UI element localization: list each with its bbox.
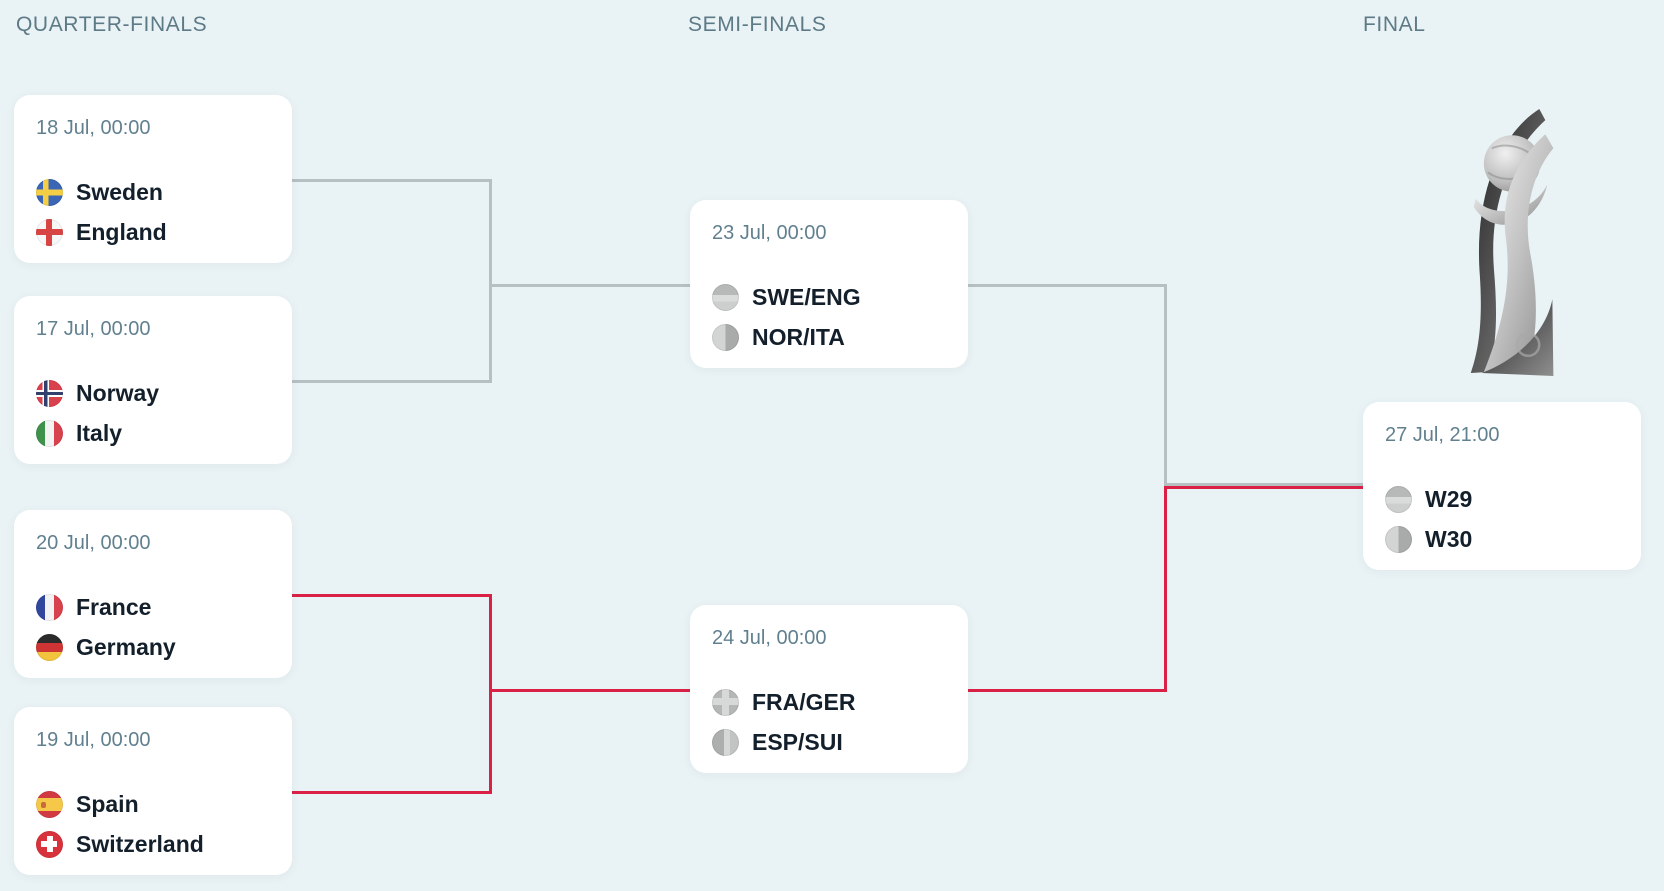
france-flag-icon [36, 593, 63, 621]
team-list: W29 W30 [1385, 479, 1619, 559]
team-name: W30 [1425, 525, 1473, 552]
match-datetime: 17 Jul, 00:00 [36, 318, 151, 340]
sweden-flag-icon [36, 178, 63, 206]
winner-placeholder-icon [712, 728, 739, 756]
team-row: SWE/ENG [712, 277, 946, 317]
connector-sf1-out [968, 284, 1167, 287]
team-row: Germany [36, 627, 270, 667]
connector-sf1-in [489, 284, 690, 287]
match-datetime: 19 Jul, 00:00 [36, 729, 151, 751]
team-list: France Germany [36, 587, 270, 667]
team-name: FRA/GER [752, 688, 856, 715]
norway-flag-icon [36, 379, 63, 407]
connector-qf1-out [292, 179, 492, 182]
germany-flag-icon [36, 633, 63, 661]
winner-placeholder-icon [712, 688, 739, 716]
match-card-final[interactable]: 27 Jul, 21:00 W29 W30 [1363, 402, 1641, 570]
spain-flag-icon [36, 790, 63, 818]
team-list: Sweden England [36, 172, 270, 252]
connector-final-in-gray [1164, 483, 1363, 486]
winner-placeholder-icon [1385, 525, 1412, 553]
team-name: Germany [76, 633, 176, 660]
team-row: Italy [36, 413, 270, 453]
team-row: W29 [1385, 479, 1619, 519]
connector-sf-top-vertical [1164, 284, 1167, 486]
match-card-sf2[interactable]: 24 Jul, 00:00 FRA/GER ESP/SUI [690, 605, 968, 773]
match-card-qf4[interactable]: 19 Jul, 00:00 Spain Switzerland [14, 707, 292, 875]
team-name: Switzerland [76, 830, 204, 857]
team-row: Switzerland [36, 824, 270, 864]
england-flag-icon [36, 218, 63, 246]
team-name: Sweden [76, 178, 163, 205]
team-row: NOR/ITA [712, 317, 946, 357]
team-row: France [36, 587, 270, 627]
connector-qf2-out [292, 380, 492, 383]
connector-qf4-out [292, 791, 492, 794]
team-row: Sweden [36, 172, 270, 212]
uefa-womens-euro-trophy-icon [1470, 109, 1554, 376]
team-row: Norway [36, 373, 270, 413]
italy-flag-icon [36, 419, 63, 447]
match-card-qf3[interactable]: 20 Jul, 00:00 France Germany [14, 510, 292, 678]
match-datetime: 24 Jul, 00:00 [712, 627, 827, 649]
winner-placeholder-icon [712, 323, 739, 351]
team-name: Spain [76, 790, 139, 817]
match-card-sf1[interactable]: 23 Jul, 00:00 SWE/ENG NOR/ITA [690, 200, 968, 368]
match-datetime: 23 Jul, 00:00 [712, 222, 827, 244]
team-list: Spain Switzerland [36, 784, 270, 864]
team-list: SWE/ENG NOR/ITA [712, 277, 946, 357]
team-row: FRA/GER [712, 682, 946, 722]
connector-final-in-red [1164, 486, 1363, 489]
team-name: W29 [1425, 485, 1473, 512]
final-header: FINAL [1363, 13, 1426, 36]
match-datetime: 18 Jul, 00:00 [36, 117, 151, 139]
match-card-qf1[interactable]: 18 Jul, 00:00 Sweden England [14, 95, 292, 263]
team-row: England [36, 212, 270, 252]
match-card-qf2[interactable]: 17 Jul, 00:00 Norway Italy [14, 296, 292, 464]
winner-placeholder-icon [1385, 485, 1412, 513]
quarter-finals-header: QUARTER-FINALS [16, 13, 208, 36]
team-name: ESP/SUI [752, 728, 843, 755]
winner-placeholder-icon [712, 283, 739, 311]
team-row: Spain [36, 784, 270, 824]
team-name: France [76, 593, 152, 620]
team-row: ESP/SUI [712, 722, 946, 762]
match-datetime: 27 Jul, 21:00 [1385, 424, 1500, 446]
connector-qf3-out [292, 594, 492, 597]
connector-sf2-in [489, 689, 690, 692]
team-name: England [76, 218, 167, 245]
team-list: Norway Italy [36, 373, 270, 453]
match-datetime: 20 Jul, 00:00 [36, 532, 151, 554]
connector-qf-bottom-vertical [489, 594, 492, 794]
semi-finals-header: SEMI-FINALS [688, 13, 827, 36]
team-name: Italy [76, 419, 123, 446]
connector-qf-top-vertical [489, 179, 492, 383]
team-name: NOR/ITA [752, 323, 845, 350]
team-row: W30 [1385, 519, 1619, 559]
connector-sf-bottom-vertical [1164, 486, 1167, 692]
team-list: FRA/GER ESP/SUI [712, 682, 946, 762]
team-name: SWE/ENG [752, 283, 861, 310]
team-name: Norway [76, 379, 160, 406]
connector-sf2-out [968, 689, 1167, 692]
switzerland-flag-icon [36, 830, 63, 858]
